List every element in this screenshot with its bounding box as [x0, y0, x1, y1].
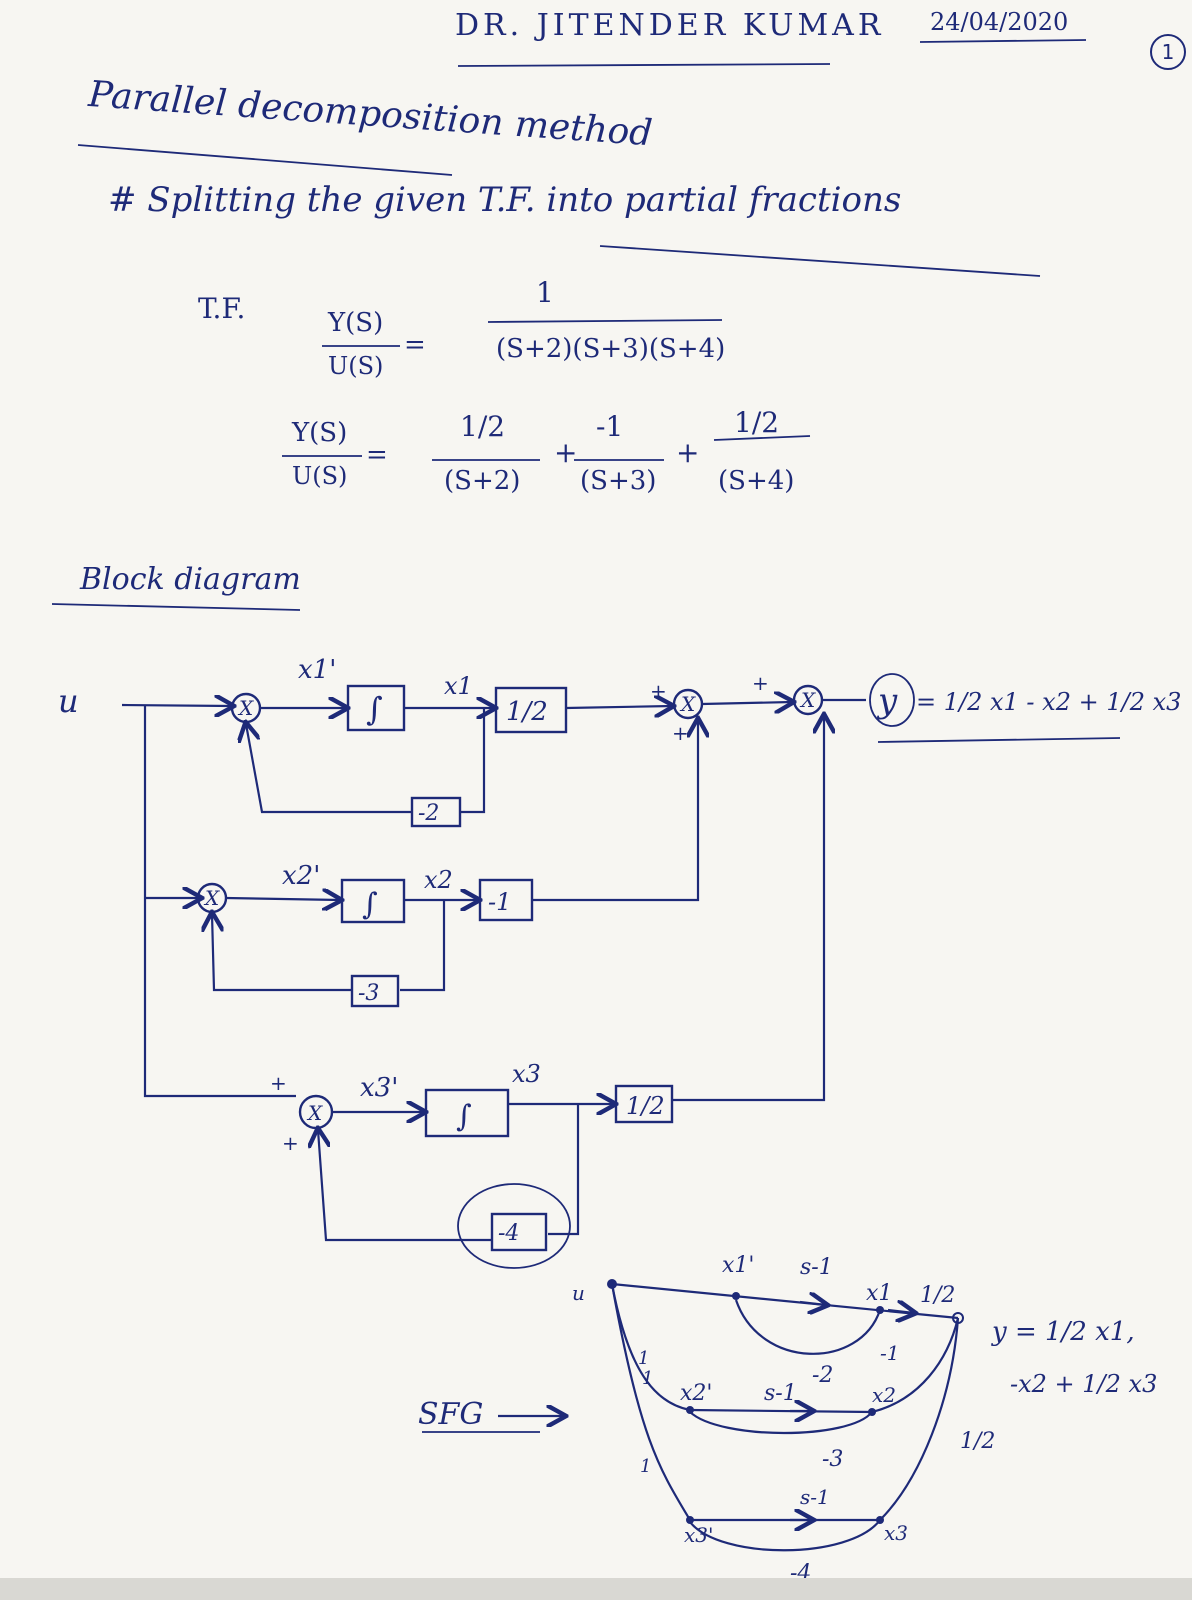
svg-text:+: +	[752, 671, 769, 695]
fraction-bars	[282, 319, 811, 461]
svg-text:x2: x2	[872, 1383, 896, 1407]
svg-text:-2: -2	[418, 801, 439, 826]
x2-dot-label: x2'	[282, 861, 320, 891]
svg-text:X: X	[203, 886, 220, 910]
svg-text:-1: -1	[880, 1341, 899, 1365]
pf-term1-den: (S+2)	[444, 466, 521, 496]
x2-label: x2	[424, 866, 453, 894]
output-equation: = 1/2 x1 - x2 + 1/2 x3	[916, 688, 1181, 716]
author-name: DR. JITENDER KUMAR	[455, 8, 885, 43]
sfg-label: SFG	[418, 1397, 483, 1432]
bd-input-label: u	[58, 682, 79, 720]
svg-text:-x2 + 1/2 x3: -x2 + 1/2 x3	[1010, 1370, 1157, 1398]
svg-text:X: X	[799, 688, 816, 712]
page-number: 1	[1150, 34, 1186, 70]
svg-text:x3': x3'	[684, 1523, 714, 1547]
svg-text:y = 1/2 x1,: y = 1/2 x1,	[991, 1317, 1135, 1347]
svg-text:s-1: s-1	[800, 1485, 830, 1509]
tf-eq: =	[404, 330, 426, 360]
svg-text:X: X	[306, 1101, 323, 1125]
svg-text:-2: -2	[812, 1363, 833, 1388]
pf-plus2: +	[676, 436, 700, 469]
svg-text:+: +	[282, 1131, 299, 1155]
svg-text:1/2: 1/2	[920, 1283, 955, 1308]
svg-text:-1: -1	[488, 888, 511, 916]
x3-dot-label: x3'	[360, 1073, 398, 1103]
x1-label: x1	[444, 672, 473, 700]
pf-term1-num: 1/2	[460, 410, 506, 443]
svg-text:+: +	[270, 1071, 287, 1095]
gain-3	[614, 1084, 674, 1124]
pf-term3-den: (S+4)	[718, 466, 795, 496]
svg-text:∫: ∫	[456, 1099, 472, 1134]
signal-flow-graph: u x1' s-1 x1 1/2 -2 x2' s-1 x2 -1 -3 1	[418, 1253, 1157, 1586]
svg-text:+: +	[650, 679, 667, 703]
date: 24/04/2020	[930, 8, 1069, 36]
tf-num: 1	[536, 276, 554, 309]
subtitle: # Splitting the given T.F. into partial …	[108, 180, 902, 220]
tf-label: T.F.	[198, 292, 246, 325]
tf-den: (S+2)(S+3)(S+4)	[496, 334, 726, 364]
tf-lhs-num: Y(S)	[328, 308, 384, 338]
svg-text:x2': x2'	[680, 1381, 712, 1406]
underlines	[51, 39, 1121, 1433]
integrator-3	[424, 1088, 510, 1138]
page-edge	[0, 1578, 1192, 1600]
svg-text:X: X	[679, 692, 696, 716]
svg-text:∫: ∫	[366, 690, 383, 728]
pf-term2-den: (S+3)	[580, 466, 657, 496]
svg-text:X: X	[237, 696, 254, 720]
pf-term2-num: -1	[596, 410, 624, 443]
x1-dot-label: x1'	[298, 655, 336, 685]
pf-term3-num: 1/2	[734, 406, 780, 439]
svg-text:u: u	[572, 1281, 585, 1305]
svg-text:1/2: 1/2	[506, 697, 548, 727]
svg-text:-4: -4	[498, 1221, 519, 1246]
block-diagram: u X ∫ x1' x1 1/2 X + + + X -2 X x2'	[58, 655, 1181, 1269]
output-y: y	[876, 681, 898, 721]
pf-lhs-num: Y(S)	[292, 418, 348, 448]
svg-text:s-1: s-1	[764, 1381, 797, 1406]
block-diagram-heading: Block diagram	[80, 562, 301, 597]
svg-text:1/2: 1/2	[960, 1429, 995, 1454]
pf-plus1: +	[554, 436, 578, 469]
pf-lhs-den: U(S)	[292, 462, 348, 490]
feedback-3	[490, 1212, 548, 1252]
svg-text:1/2: 1/2	[626, 1092, 665, 1120]
svg-text:x1: x1	[866, 1281, 892, 1306]
svg-text:+: +	[672, 721, 689, 745]
svg-text:1: 1	[638, 1348, 649, 1369]
svg-text:x3: x3	[884, 1521, 908, 1545]
svg-text:1: 1	[642, 1368, 653, 1389]
x3-label: x3	[512, 1060, 541, 1088]
svg-text:∫: ∫	[362, 887, 378, 922]
svg-text:s-1: s-1	[800, 1255, 833, 1280]
svg-text:x1': x1'	[722, 1253, 754, 1278]
svg-text:-3: -3	[358, 981, 379, 1006]
svg-text:-3: -3	[822, 1447, 843, 1472]
pf-eq: =	[366, 440, 388, 470]
gain-1	[494, 686, 568, 734]
tf-lhs-den: U(S)	[328, 352, 384, 380]
svg-text:1: 1	[640, 1456, 651, 1477]
